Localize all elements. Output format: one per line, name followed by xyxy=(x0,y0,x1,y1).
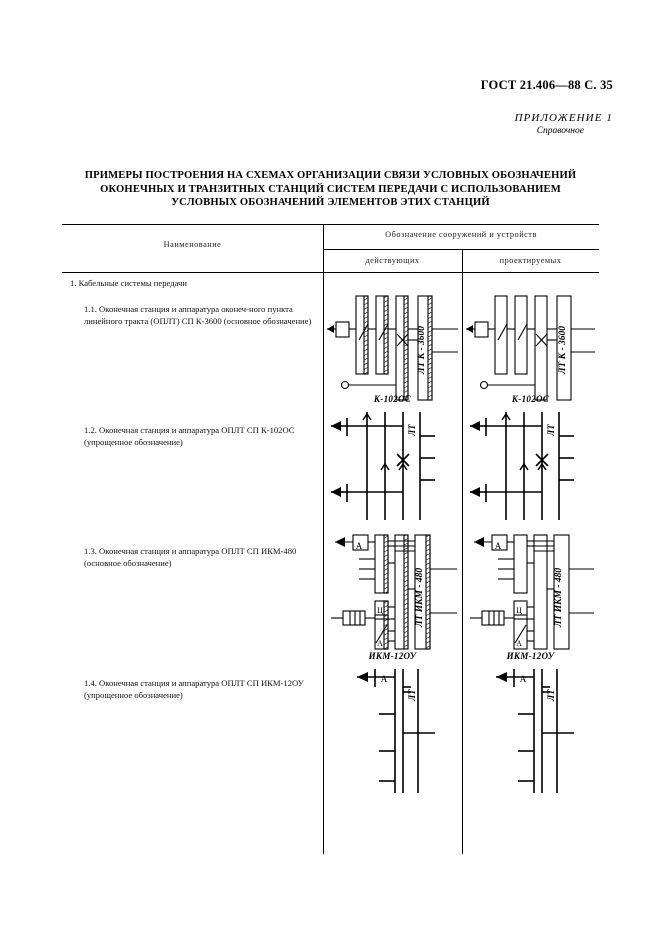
column-header-existing: действующих xyxy=(365,256,420,265)
diagram-1-1-planned: ЛТ К - 3600 К-102ОС xyxy=(462,282,599,404)
diagram-vertical-label-1-3-planned: ЛТ ИКМ - 480 xyxy=(554,568,564,628)
page-title-line-2: ОКОНЕЧНЫХ И ТРАНЗИТНЫХ СТАНЦИЙ СИСТЕМ ПЕ… xyxy=(100,183,561,195)
diagram-1-1-existing: ЛТ К - 3600 К-102ОС xyxy=(323,282,462,404)
diagram-vertical-label-1-1-planned: ЛТ К - 3600 xyxy=(558,326,568,375)
diagram-block-label-ts-1-3-planned: Ц xyxy=(516,606,522,615)
diagram-vertical-label-1-4-planned: ЛТ xyxy=(546,689,556,702)
schematic-svg: ЛТ К - 3600 xyxy=(327,295,458,401)
section-heading: 1. Кабельные системы передачи xyxy=(70,278,187,288)
diagram-caption-1-1-existing: К-102ОС xyxy=(373,394,412,404)
diagram-1-4-existing: А ЛТ xyxy=(323,661,462,801)
diagram-vertical-label-1-3-existing: ЛТ ИКМ - 480 xyxy=(415,568,425,628)
document-standard-header: ГОСТ 21.406—88 С. 35 xyxy=(480,78,613,92)
column-header-name: Наименование xyxy=(163,240,222,249)
schematic-svg: ЛТ К - 3600 xyxy=(466,295,595,401)
diagram-block-label-a2-1-3-existing: А xyxy=(377,639,383,648)
page-title-line-1: ПРИМЕРЫ ПОСТРОЕНИЯ НА СХЕМАХ ОРГАНИЗАЦИИ… xyxy=(84,170,577,181)
table-column-divider-1 xyxy=(323,224,324,854)
diagram-block-label-a-1-4-planned: А xyxy=(520,674,527,684)
appendix-label: ПРИЛОЖЕНИЕ 1 xyxy=(514,112,613,124)
column-header-planned: проектируемых xyxy=(499,256,562,265)
diagram-caption-1-3-planned: ИКМ-12ОУ xyxy=(506,651,555,661)
table-row-label-1-3: 1.3. Оконечная станция и аппаратура ОПЛТ… xyxy=(84,546,297,568)
table-row-label-1-1: 1.1. Оконечная станция и аппаратура окон… xyxy=(84,304,312,326)
diagram-1-3-existing: А Ц А ЛТ ИКМ - 480 ИКМ-12ОУ xyxy=(323,527,462,661)
diagram-block-label-a2-1-3-planned: А xyxy=(516,639,522,648)
page-title-line-3: УСЛОВНЫХ ОБОЗНАЧЕНИЙ ЭЛЕМЕНТОВ ЭТИХ СТАН… xyxy=(171,197,490,208)
page-title: ПРИМЕРЫ ПОСТРОЕНИЯ НА СХЕМАХ ОРГАНИЗАЦИИ… xyxy=(58,169,603,210)
diagram-1-2-planned: ЛТ xyxy=(462,404,599,524)
diagram-1-2-existing: ЛТ xyxy=(323,404,462,524)
reference-label: Справочное xyxy=(536,126,584,136)
table-row-label-1-4: 1.4. Оконечная станция и аппаратура ОПЛТ… xyxy=(84,678,304,700)
table-row-label-1-2: 1.2. Оконечная станция и аппаратура ОПЛТ… xyxy=(84,425,295,447)
symbols-table: Наименование Обозначение сооружений и ус… xyxy=(62,224,599,856)
schematic-svg: А Ц А ЛТ ИКМ - 480 xyxy=(331,534,457,650)
table-border-top xyxy=(62,224,599,225)
schematic-svg: А ЛТ xyxy=(357,669,435,793)
column-header-group: Обозначение сооружений и устройств xyxy=(385,230,537,239)
diagram-block-label-ts-1-3-existing: Ц xyxy=(377,606,383,615)
diagram-1-3-planned: А Ц А ЛТ ИКМ - 480 ИКМ-12ОУ xyxy=(462,527,599,661)
diagram-vertical-label-1-4-existing: ЛТ xyxy=(407,689,417,702)
schematic-svg: А Ц А ЛТ ИКМ - 480 xyxy=(470,534,594,650)
schematic-svg: ЛТ xyxy=(331,412,435,520)
diagram-block-label-a-1-3-existing: А xyxy=(356,541,363,551)
diagram-caption-1-3-existing: ИКМ-12ОУ xyxy=(368,651,417,661)
schematic-svg: ЛТ xyxy=(470,412,574,520)
table-column-divider-2 xyxy=(462,249,463,854)
diagram-caption-1-1-planned: К-102ОС xyxy=(511,394,550,404)
table-header-split xyxy=(323,249,599,250)
diagram-block-label-a-1-3-planned: А xyxy=(495,541,502,551)
schematic-svg: А ЛТ xyxy=(496,669,574,793)
diagram-vertical-label-1-2-planned: ЛТ xyxy=(546,424,556,437)
diagram-vertical-label-1-1-existing: ЛТ К - 3600 xyxy=(417,326,427,375)
diagram-block-label-a-1-4-existing: А xyxy=(381,674,388,684)
diagram-vertical-label-1-2-existing: ЛТ xyxy=(407,424,417,437)
diagram-1-4-planned: А ЛТ xyxy=(462,661,599,801)
table-header-bottom xyxy=(62,272,599,273)
